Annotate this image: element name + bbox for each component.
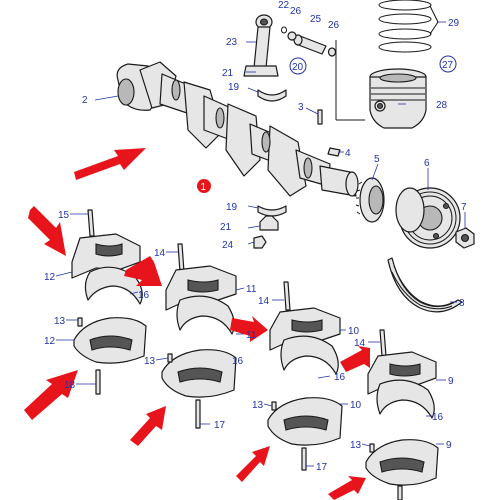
callout-16-a: 16 xyxy=(138,290,150,301)
arrow-stack-3-bottom xyxy=(236,446,270,482)
callout-15: 15 xyxy=(58,210,70,221)
callout-11-b: 11 xyxy=(246,330,257,341)
rings-bracket xyxy=(429,5,439,35)
callout-9-b: 9 xyxy=(446,440,452,451)
arrow-crankshaft xyxy=(74,148,146,180)
callout-14-b: 14 xyxy=(258,296,270,307)
callout-16-d: 16 xyxy=(432,412,444,423)
rod-bearing-upper xyxy=(257,89,287,102)
arrow-stack-4-top xyxy=(340,346,370,372)
callout-4: 4 xyxy=(345,148,351,159)
callout-13-b: 13 xyxy=(144,356,156,367)
piston-rings xyxy=(378,0,432,53)
callout-9-a: 9 xyxy=(448,376,454,387)
main-bearing-stack-2 xyxy=(161,243,237,429)
callout-5: 5 xyxy=(374,154,380,165)
callout-12-b: 12 xyxy=(44,336,56,347)
callout-19-a: 19 xyxy=(228,82,240,93)
svg-text:27: 27 xyxy=(442,60,454,71)
callout-10-b: 10 xyxy=(350,400,362,411)
arrow-stack-1-top xyxy=(28,206,66,256)
callout-14-a: 14 xyxy=(154,248,166,259)
callout-17-b: 17 xyxy=(316,462,328,473)
dowel-pin xyxy=(317,109,323,125)
callout-26-b: 26 xyxy=(328,20,340,31)
connecting-rod xyxy=(243,14,279,77)
main-bearing-stack-3 xyxy=(267,281,343,471)
callout-17-a: 17 xyxy=(214,420,226,431)
pulley-nut xyxy=(455,227,475,249)
callout-13-d: 13 xyxy=(350,440,362,451)
callout-10-a: 10 xyxy=(348,326,360,337)
callout-7: 7 xyxy=(461,202,467,213)
callout-labels: 2 3 4 5 6 7 8 9 9 10 10 11 11 12 12 13 1… xyxy=(44,0,467,473)
red-arrows xyxy=(24,148,370,500)
callout-18: 18 xyxy=(64,380,76,391)
drive-belt xyxy=(387,257,463,313)
callout-28: 28 xyxy=(436,100,448,111)
callout-16-c: 16 xyxy=(334,372,346,383)
main-bearing-stack-1 xyxy=(71,209,147,395)
callout-8: 8 xyxy=(459,298,465,309)
callout-29: 29 xyxy=(448,18,460,29)
circled-callout-27: 27 xyxy=(439,55,457,73)
callout-19-b: 19 xyxy=(226,202,238,213)
callout-23: 23 xyxy=(226,37,238,48)
woodruff-key xyxy=(327,147,341,157)
arrow-stack-3-top xyxy=(230,316,268,342)
callout-14-c: 14 xyxy=(354,338,366,349)
piston-pin xyxy=(281,26,337,57)
crankshaft-pulley xyxy=(395,187,461,249)
callout-13-c: 13 xyxy=(252,400,264,411)
callout-21-a: 21 xyxy=(222,68,234,79)
callout-13-a: 13 xyxy=(54,316,66,327)
crankshaft xyxy=(116,61,359,197)
callout-11-a: 11 xyxy=(246,284,257,295)
main-bearing-stack-4 xyxy=(365,329,439,500)
callout-25: 25 xyxy=(310,14,322,25)
callout-6: 6 xyxy=(424,158,430,169)
arrow-stack-2-bottom xyxy=(130,406,166,446)
svg-text:20: 20 xyxy=(292,62,304,73)
arrow-stack-4-bottom xyxy=(328,476,366,500)
callout-2: 2 xyxy=(82,95,88,106)
position-badge: 1 xyxy=(197,179,211,193)
callout-26-a: 26 xyxy=(290,6,302,17)
arrow-stack-1-bottom xyxy=(24,370,78,420)
arrow-stack-2-top xyxy=(124,256,162,286)
callout-21-b: 21 xyxy=(220,222,232,233)
callout-12-a: 12 xyxy=(44,272,56,283)
callout-16-b: 16 xyxy=(232,356,244,367)
callout-24: 24 xyxy=(222,240,234,251)
svg-text:1: 1 xyxy=(201,182,207,193)
circled-callout-20: 20 xyxy=(289,57,307,75)
callout-3: 3 xyxy=(298,102,304,113)
crankshaft-gear xyxy=(355,177,385,223)
rod-cap-assembly xyxy=(253,205,287,249)
piston xyxy=(369,68,427,129)
callout-22: 22 xyxy=(278,0,290,11)
leader-lines xyxy=(55,41,466,467)
